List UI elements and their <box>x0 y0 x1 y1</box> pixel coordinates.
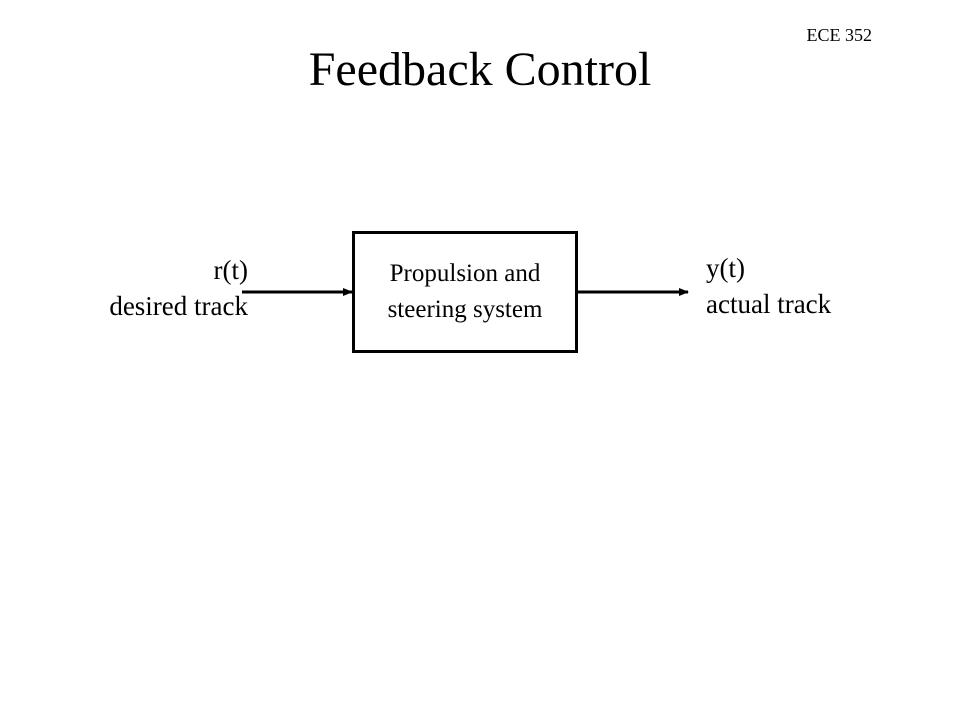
input-signal-name: r(t) <box>213 255 248 285</box>
plant-block: Propulsion and steering system <box>352 231 578 353</box>
output-signal-name: y(t) <box>706 253 745 283</box>
slide-title: Feedback Control <box>308 43 652 96</box>
output-signal-description: actual track <box>706 289 832 319</box>
course-label: ECE 352 <box>806 25 873 45</box>
plant-block-line-2: steering system <box>387 296 543 323</box>
input-signal-label: r(t) desired track <box>109 252 248 324</box>
output-signal-label: y(t) actual track <box>706 250 831 322</box>
input-signal-description: desired track <box>109 291 248 321</box>
plant-block-line-1: Propulsion and <box>389 260 541 287</box>
